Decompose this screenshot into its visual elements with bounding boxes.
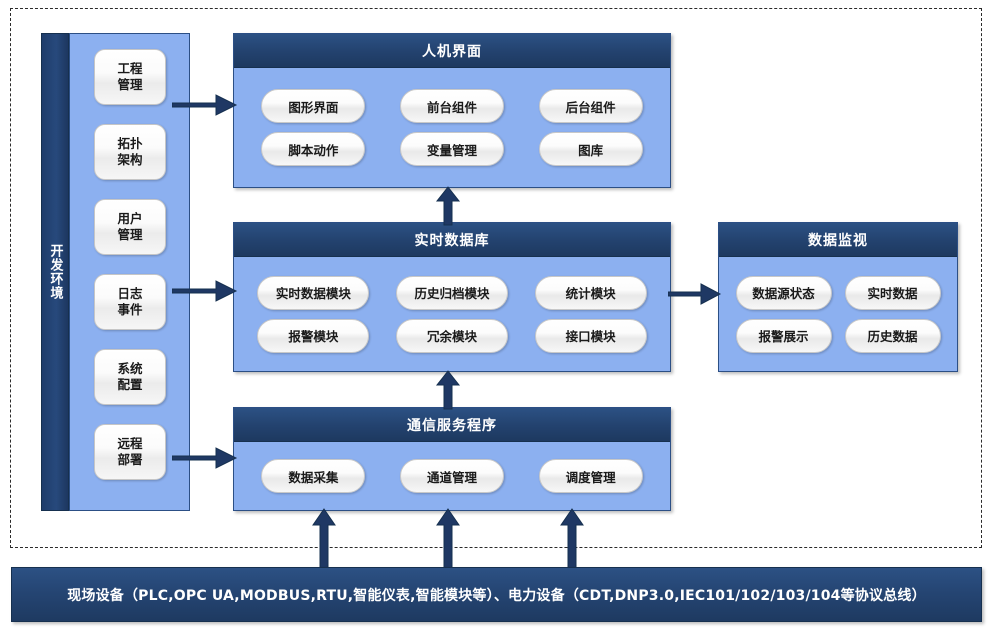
arrow-dev-to-comm <box>172 445 238 471</box>
panel-communication-service: 通信服务程序 数据采集 通道管理 调度管理 <box>233 407 671 511</box>
module-label: 图形界面 <box>288 99 339 115</box>
panel-realtime-database: 实时数据库 实时数据模块 历史归档模块 统计模块 报警模块 冗余模块 接口模块 <box>233 222 671 372</box>
module-alarm[interactable]: 报警模块 <box>257 318 370 353</box>
arrow-comm-to-rtdb <box>434 370 462 410</box>
dev-item-log-events[interactable]: 日志 事件 <box>94 274 166 330</box>
dev-item-remote-deploy[interactable]: 远程 部署 <box>94 424 166 480</box>
module-graphic-interface[interactable]: 图形界面 <box>261 89 366 123</box>
module-graphics-library[interactable]: 图库 <box>538 132 643 166</box>
panel-data-monitoring-body: 数据源状态 实时数据 报警展示 历史数据 <box>719 257 957 371</box>
panel-data-monitoring-header: 数据监视 <box>719 223 957 257</box>
module-label: 历史数据 <box>867 329 918 344</box>
module-label: 历史归档模块 <box>414 286 490 301</box>
module-history-archive[interactable]: 历史归档模块 <box>395 275 508 310</box>
panel-realtime-database-title: 实时数据库 <box>414 232 490 249</box>
panel-realtime-database-body: 实时数据模块 历史归档模块 统计模块 报警模块 冗余模块 接口模块 <box>234 257 670 371</box>
module-backend-component[interactable]: 后台组件 <box>538 89 643 123</box>
module-statistics[interactable]: 统计模块 <box>534 275 647 310</box>
dev-item-label: 远程 部署 <box>117 436 143 467</box>
panel-communication-service-header: 通信服务程序 <box>234 408 670 442</box>
module-datasource-status[interactable]: 数据源状态 <box>735 275 832 310</box>
dev-item-label: 日志 事件 <box>117 286 143 317</box>
panel-communication-service-title: 通信服务程序 <box>407 417 497 434</box>
module-label: 统计模块 <box>565 286 616 301</box>
dev-item-label: 拓扑 架构 <box>117 136 143 167</box>
panel-hmi-row-2: 脚本动作 变量管理 图库 <box>244 132 660 166</box>
development-environment-label-bar: 开发环境 <box>41 33 69 511</box>
system-boundary-dashed-outline <box>10 8 982 548</box>
module-label: 图库 <box>578 142 604 158</box>
arrow-field-to-comm-left <box>310 508 338 570</box>
arrow-rtdb-to-hmi <box>434 186 462 226</box>
development-environment-group: 开发环境 工程 管理 拓扑 架构 用户 管理 日志 事件 系统 配置 远程 部署 <box>41 33 190 511</box>
module-label: 冗余模块 <box>426 329 477 344</box>
field-device-banner: 现场设备（PLC,OPC UA,MODBUS,RTU,智能仪表,智能模块等）、电… <box>11 567 982 622</box>
panel-comm-row-1: 数据采集 通道管理 调度管理 <box>244 459 660 493</box>
arrow-dev-to-hmi <box>172 92 238 118</box>
module-dispatch-management[interactable]: 调度管理 <box>538 459 643 493</box>
module-alarm-display[interactable]: 报警展示 <box>735 318 832 353</box>
module-label: 数据采集 <box>288 469 339 485</box>
arrow-field-to-comm-right <box>558 508 586 570</box>
panel-hmi-title: 人机界面 <box>422 43 482 60</box>
module-history-data-view[interactable]: 历史数据 <box>844 318 941 353</box>
module-label: 接口模块 <box>565 329 616 344</box>
dev-item-system-config[interactable]: 系统 配置 <box>94 349 166 405</box>
module-label: 数据源状态 <box>752 286 815 301</box>
field-device-banner-text: 现场设备（PLC,OPC UA,MODBUS,RTU,智能仪表,智能模块等）、电… <box>67 587 926 604</box>
module-realtime-data-view[interactable]: 实时数据 <box>844 275 941 310</box>
dev-item-project-management[interactable]: 工程 管理 <box>94 49 166 105</box>
module-script-action[interactable]: 脚本动作 <box>261 132 366 166</box>
arrow-rtdb-to-monitor <box>668 281 722 307</box>
panel-data-monitoring: 数据监视 数据源状态 实时数据 报警展示 历史数据 <box>718 222 958 372</box>
panel-rtdb-row-1: 实时数据模块 历史归档模块 统计模块 <box>244 275 660 310</box>
panel-communication-service-body: 数据采集 通道管理 调度管理 <box>234 442 670 510</box>
dev-item-topology-architecture[interactable]: 拓扑 架构 <box>94 124 166 180</box>
module-realtime-data[interactable]: 实时数据模块 <box>257 275 370 310</box>
panel-hmi-row-1: 图形界面 前台组件 后台组件 <box>244 89 660 123</box>
arrow-field-to-comm-mid <box>434 508 462 570</box>
module-label: 报警模块 <box>288 329 339 344</box>
dev-item-label: 系统 配置 <box>117 361 143 392</box>
panel-data-monitoring-title: 数据监视 <box>808 232 868 249</box>
module-label: 脚本动作 <box>288 142 339 158</box>
module-channel-management[interactable]: 通道管理 <box>399 459 504 493</box>
module-label: 通道管理 <box>426 469 477 485</box>
module-label: 实时数据 <box>867 286 918 301</box>
module-data-acquisition[interactable]: 数据采集 <box>261 459 366 493</box>
module-label: 后台组件 <box>565 99 616 115</box>
panel-rtdb-row-2: 报警模块 冗余模块 接口模块 <box>244 318 660 353</box>
development-environment-panel: 工程 管理 拓扑 架构 用户 管理 日志 事件 系统 配置 远程 部署 <box>69 33 190 511</box>
module-label: 报警展示 <box>758 329 809 344</box>
module-label: 变量管理 <box>426 142 477 158</box>
panel-hmi-header: 人机界面 <box>234 34 670 68</box>
dev-item-label: 工程 管理 <box>117 61 143 92</box>
panel-monitor-row-2: 报警展示 历史数据 <box>729 318 947 353</box>
dev-item-label: 用户 管理 <box>117 211 143 242</box>
arrow-dev-to-rtdb <box>172 278 238 304</box>
module-variable-management[interactable]: 变量管理 <box>399 132 504 166</box>
module-label: 实时数据模块 <box>275 286 351 301</box>
panel-realtime-database-header: 实时数据库 <box>234 223 670 257</box>
module-frontend-component[interactable]: 前台组件 <box>399 89 504 123</box>
development-environment-title: 开发环境 <box>47 244 63 300</box>
module-interface[interactable]: 接口模块 <box>534 318 647 353</box>
panel-hmi-body: 图形界面 前台组件 后台组件 脚本动作 变量管理 图库 <box>234 68 670 187</box>
dev-item-user-management[interactable]: 用户 管理 <box>94 199 166 255</box>
module-label: 前台组件 <box>426 99 477 115</box>
panel-hmi: 人机界面 图形界面 前台组件 后台组件 脚本动作 变量管理 图库 <box>233 33 671 188</box>
panel-monitor-row-1: 数据源状态 实时数据 <box>729 275 947 310</box>
module-redundancy[interactable]: 冗余模块 <box>395 318 508 353</box>
module-label: 调度管理 <box>565 469 616 485</box>
